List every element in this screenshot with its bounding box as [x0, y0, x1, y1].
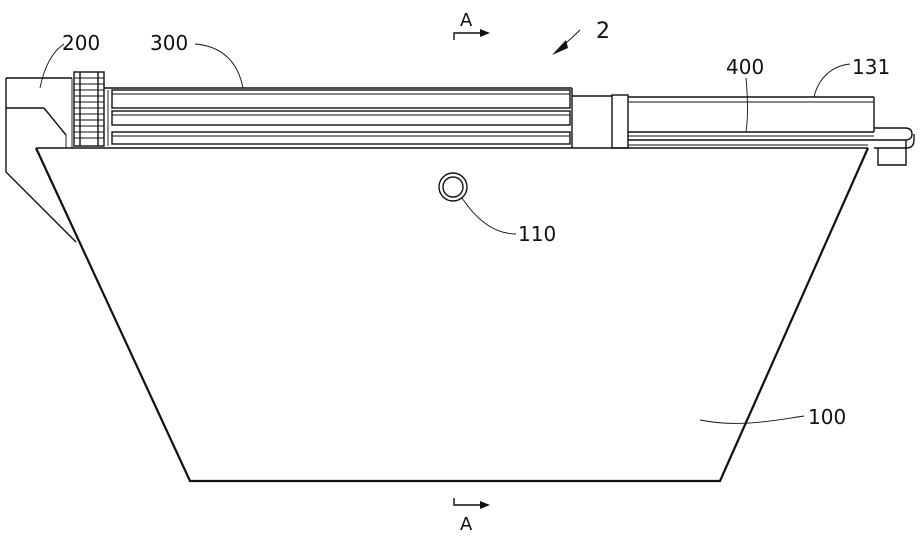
section-arrow-bottom — [453, 498, 490, 509]
roller-assembly — [104, 87, 612, 148]
label-100: 100 — [808, 405, 846, 429]
assembly-label: 2 — [596, 19, 610, 44]
main-body — [35, 147, 870, 483]
hole-110 — [438, 172, 468, 202]
label-200: 200 — [62, 31, 100, 55]
label-110: 110 — [518, 222, 556, 246]
label-300: 300 — [150, 31, 188, 55]
gear — [73, 71, 105, 147]
leader-lines — [39, 29, 851, 424]
label-131: 131 — [852, 55, 890, 79]
section-label-top: A — [460, 10, 473, 31]
section-label-bottom: A — [460, 514, 473, 535]
section-arrow-top — [453, 29, 490, 40]
label-400: 400 — [726, 55, 764, 79]
left-bracket — [5, 77, 77, 243]
right-rail — [611, 94, 915, 166]
